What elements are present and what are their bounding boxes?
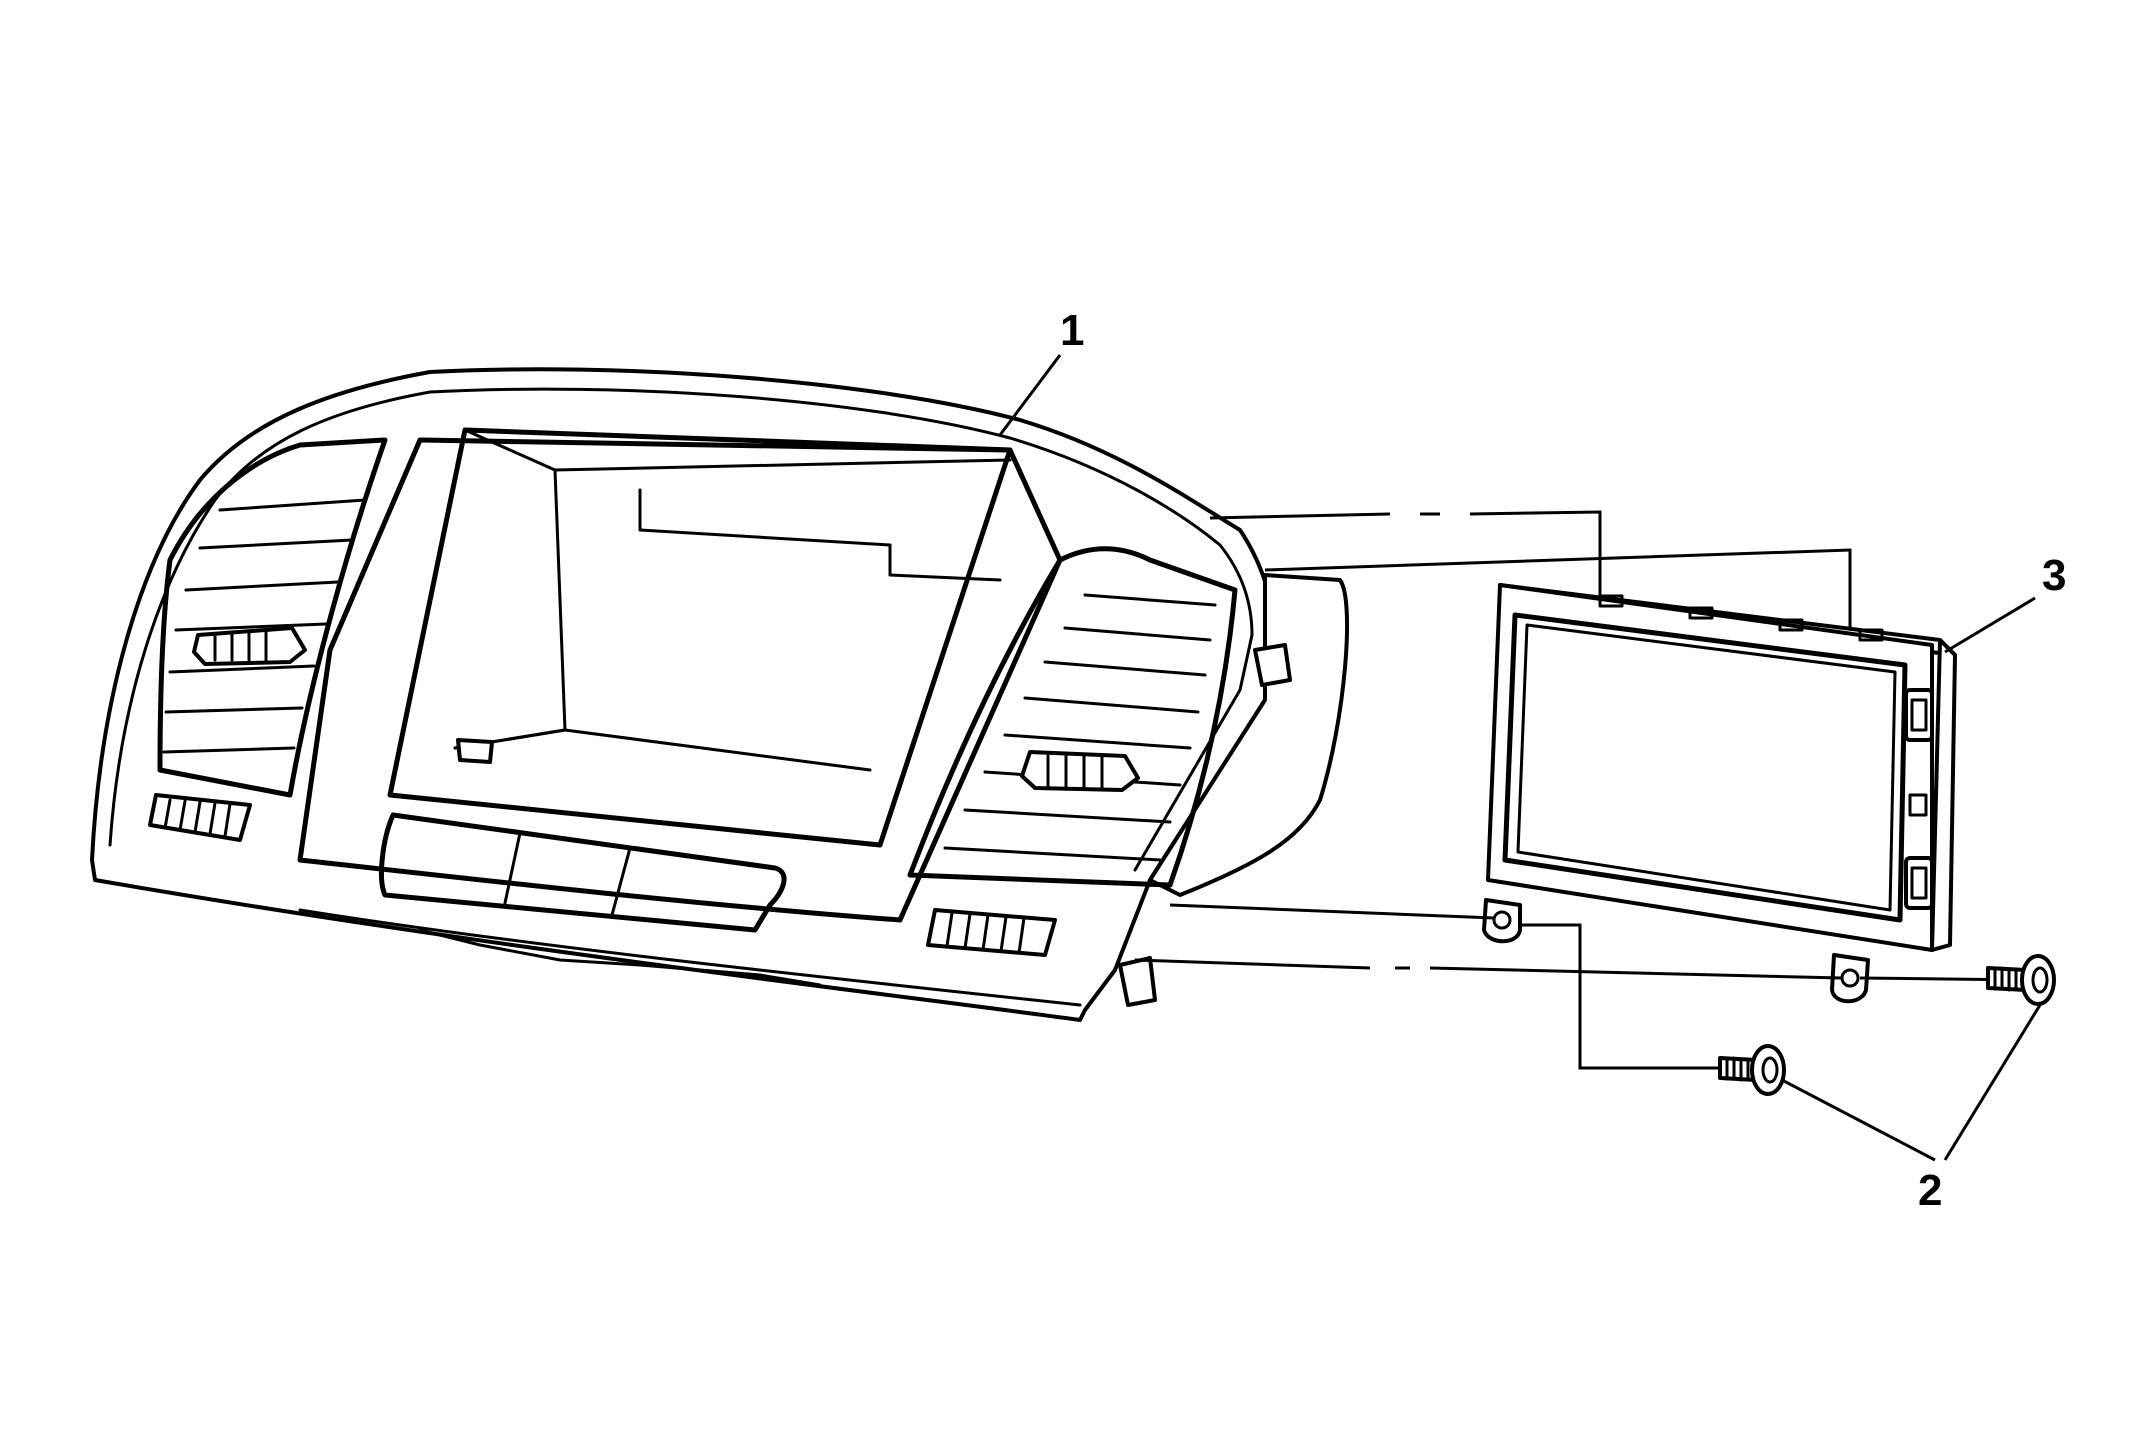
left-vent-louvers [162,498,367,754]
trim-plate-outline [90,367,1277,1022]
button-divider-1 [503,831,522,905]
display-module-side-port [1908,793,1928,817]
leader-2b [1943,1004,2042,1161]
right-vent-adjuster-tab [1020,750,1140,792]
alignment-line-top-1 [1209,510,1602,598]
display-module-connector-lower [1904,856,1934,910]
left-air-vent [157,437,388,798]
fastener-left-head [1750,1044,1786,1096]
display-module-mounting-ear-left [1482,898,1522,944]
display-module [1482,583,1957,1004]
trim-plate-inner-rim [108,387,1254,872]
trim-plate-clip-upper [1253,643,1292,687]
trim-plate-bottom-edge [298,908,1082,1007]
right-air-vent [907,546,1238,888]
alignment-lines [1134,510,2031,1070]
display-module-screen [1502,612,1908,923]
display-module-mounting-ear-right [1830,953,1870,1004]
fastener-right [1986,954,2056,1006]
right-vent-thumbwheel [926,908,1057,957]
left-vent-tab-ridges [213,629,268,662]
leader-1 [998,354,1062,436]
alignment-line-top-2 [1264,548,1852,628]
display-recess-bracket-b [888,543,1002,582]
left-thumbwheel-ridges [163,798,232,838]
display-recess-clip [456,738,494,764]
fastener-left [1718,1044,1786,1096]
trim-plate-rear-housing [1148,573,1350,897]
alignment-line-right-ear [1134,958,1843,980]
button-divider-2 [610,846,632,917]
display-module-front-bezel [1486,583,1934,952]
display-recess-top-wall [553,458,1012,472]
callout-label-2: 2 [1918,1166,1942,1215]
display-bezel-outer [297,437,1063,923]
right-vent-tab-ridges [1046,754,1104,789]
display-module-connector-upper [1904,688,1934,742]
trim-plate-lower-lip [418,928,822,987]
alignment-line-left-ear [1169,903,1495,920]
fastener-right-head [2020,954,2056,1006]
display-opening [387,427,1013,848]
callout-label-1: 1 [1060,306,1084,355]
trim-plate-clip-lower [1118,956,1157,1007]
display-recess-bracket-a [638,488,892,547]
leader-3 [1944,596,2036,654]
trim-plate [90,367,1350,1022]
display-module-side-face [1930,638,1957,952]
leader-2a [1781,1078,1936,1162]
callout-label-3: 3 [2042,551,2066,600]
button-strip [379,812,787,933]
alignment-line-fastener-left [1520,923,1725,1070]
right-thumbwheel-ridges [945,911,1026,955]
callout-leaders [998,354,2042,1162]
display-module-screen-inner [1516,623,1897,912]
display-module-top-details [1598,594,1884,642]
